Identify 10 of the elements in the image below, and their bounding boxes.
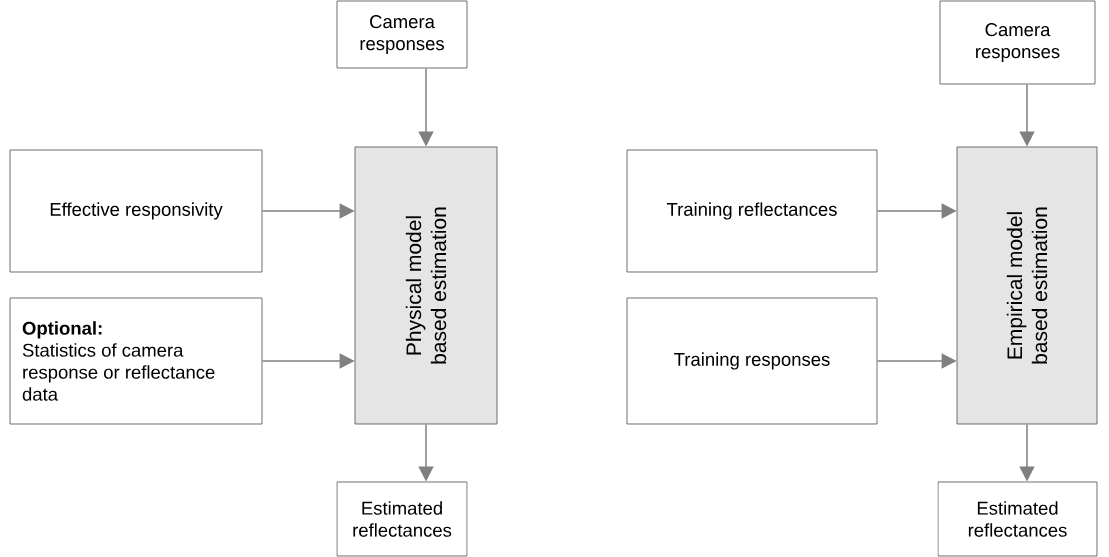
estimation-box: Empirical model based estimation: [956, 146, 1098, 425]
estimation-box: Physical model based estimation: [354, 146, 498, 425]
input-box: Optional: Statistics of camera response or reflectance data: [9, 297, 263, 425]
process-box: Camera responses: [336, 0, 468, 69]
process-box: Estimated reflectances: [336, 481, 468, 557]
input-box: Training responses: [626, 297, 878, 425]
process-box: Estimated reflectances: [937, 481, 1098, 557]
input-box: Training reflectances: [626, 149, 878, 273]
input-box: Effective responsivity: [9, 149, 263, 273]
process-box: Camera responses: [939, 0, 1096, 85]
